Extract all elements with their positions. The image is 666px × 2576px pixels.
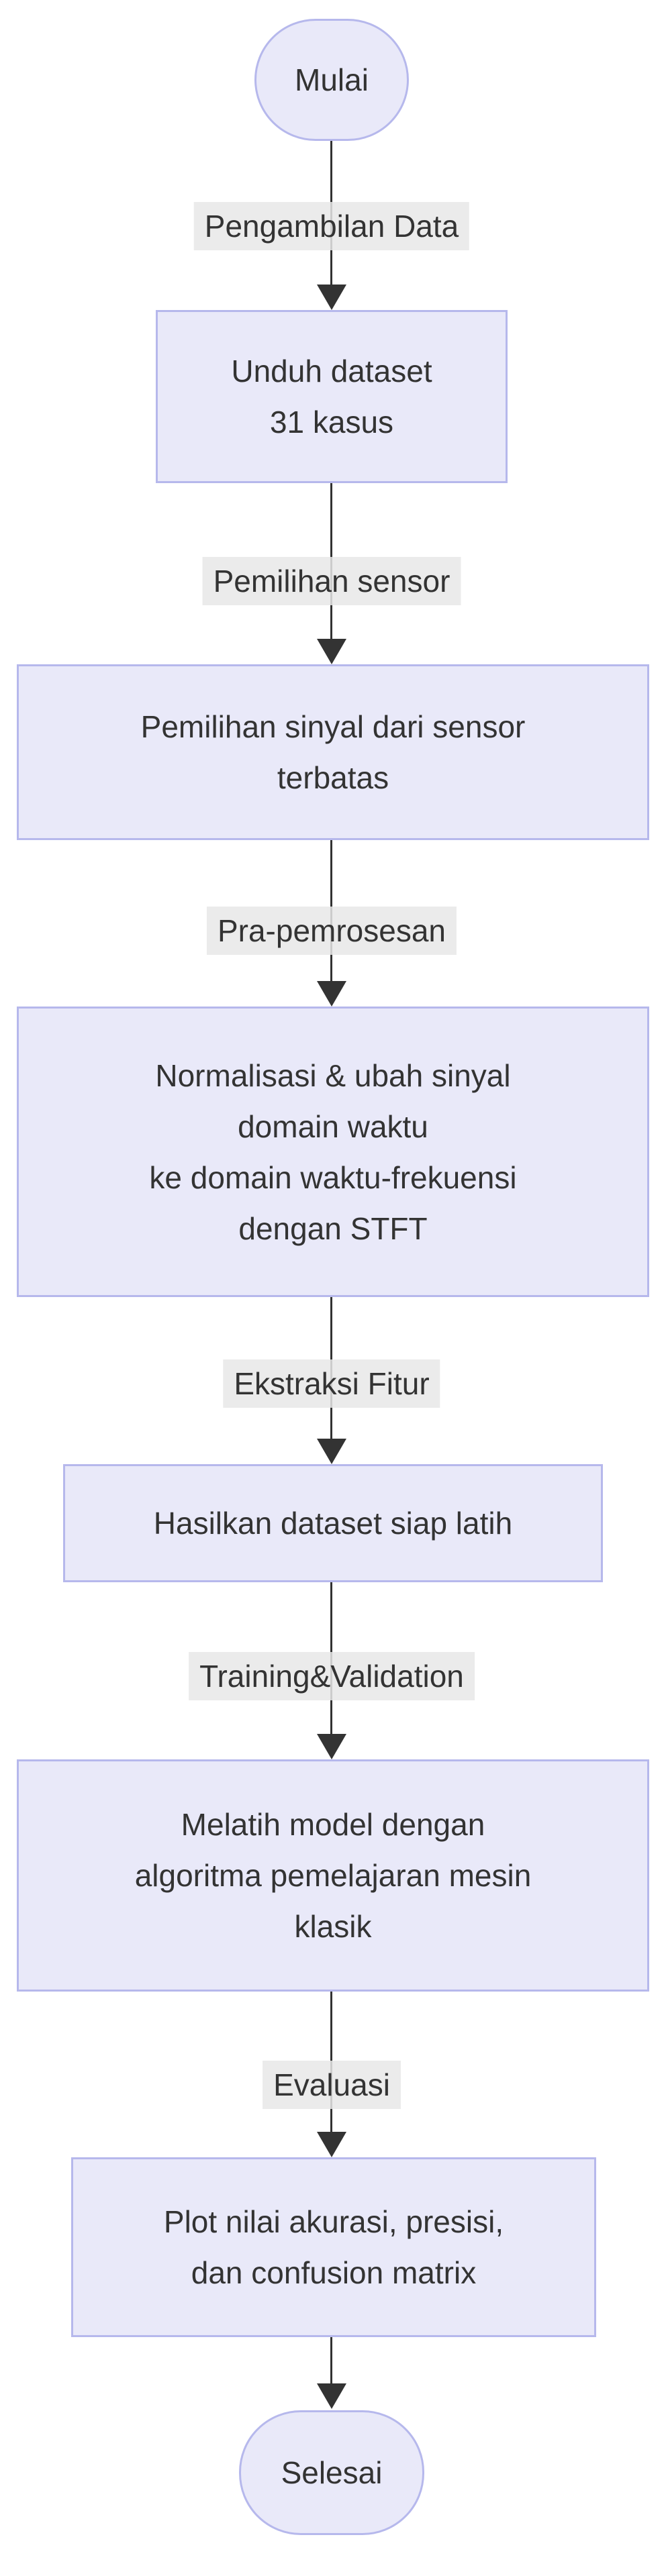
node-start-mulai: Mulai	[254, 19, 409, 141]
node-label: domain waktu	[238, 1109, 428, 1144]
arrowhead-icon	[317, 2383, 346, 2409]
node-label: Pemilihan sinyal dari sensor	[140, 709, 526, 744]
edge-label-pengambilan-data: Pengambilan Data	[193, 202, 470, 250]
node-label: Melatih model dengan	[181, 1807, 485, 1842]
node-label: ke domain waktu-frekuensi	[149, 1160, 517, 1195]
node-pemilihan-sinyal: Pemilihan sinyal dari sensor terbatas	[17, 664, 649, 840]
node-plot-evaluasi: Plot nilai akurasi, presisi, dan confusi…	[71, 2157, 596, 2337]
edge-label-ekstraksi-fitur: Ekstraksi Fitur	[223, 1359, 440, 1408]
node-label: klasik	[294, 1909, 372, 1944]
arrowhead-icon	[317, 2132, 346, 2157]
node-label: terbatas	[277, 760, 389, 795]
node-label: algoritma pemelajaran mesin	[134, 1858, 532, 1893]
node-label: Selesai	[281, 2455, 383, 2490]
arrowhead-icon	[317, 981, 346, 1007]
node-normalisasi-stft: Normalisasi & ubah sinyal domain waktu k…	[17, 1007, 649, 1297]
edge-label-pemilihan-sensor: Pemilihan sensor	[202, 557, 461, 605]
node-label: 31 kasus	[269, 405, 394, 440]
node-melatih-model: Melatih model dengan algoritma pemelajar…	[17, 1759, 649, 1992]
arrowhead-icon	[317, 639, 346, 664]
edge-line-plot-end	[330, 2337, 332, 2385]
node-hasilkan-dataset: Hasilkan dataset siap latih	[63, 1464, 603, 1582]
node-label: Mulai	[295, 62, 369, 97]
node-label: dan confusion matrix	[191, 2255, 477, 2290]
edge-label-training-validation: Training&Validation	[189, 1652, 475, 1700]
node-end-selesai: Selesai	[239, 2410, 424, 2535]
arrowhead-icon	[317, 285, 346, 310]
node-unduh-dataset: Unduh dataset 31 kasus	[156, 310, 508, 483]
node-label: Unduh dataset	[231, 354, 432, 389]
edge-label-pra-pemrosesan: Pra-pemrosesan	[206, 907, 457, 955]
node-label: Hasilkan dataset siap latih	[153, 1506, 513, 1541]
node-label: Normalisasi & ubah sinyal	[155, 1058, 511, 1093]
node-label: dengan STFT	[238, 1210, 428, 1246]
edge-label-evaluasi: Evaluasi	[263, 2061, 401, 2109]
arrowhead-icon	[317, 1734, 346, 1759]
arrowhead-icon	[317, 1439, 346, 1464]
node-label: Plot nilai akurasi, presisi,	[163, 2204, 504, 2239]
